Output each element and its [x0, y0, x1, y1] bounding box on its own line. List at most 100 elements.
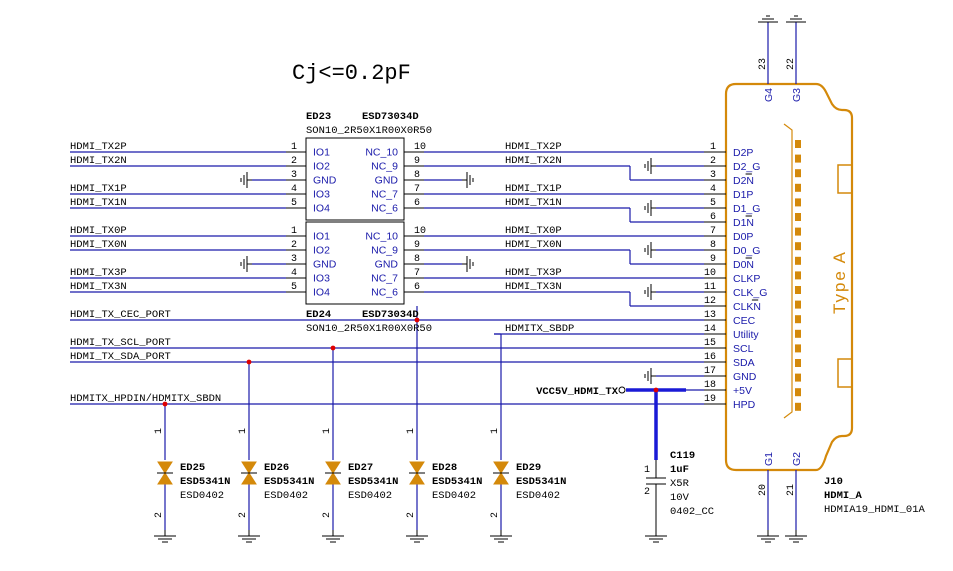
tvs-diode-upper [325, 461, 341, 474]
connector-pin-name: G1 [763, 452, 775, 466]
connector-pin-name: D1P [733, 189, 753, 201]
net-label: HDMI_TX3N [70, 281, 127, 293]
esd-array-body [305, 221, 405, 305]
esd-pin-name: NC_7 [371, 189, 398, 201]
pin-number: 6 [710, 212, 716, 223]
connector-pin-name: G3 [791, 88, 803, 102]
diode-package: ESD0402 [180, 490, 224, 502]
connector-contact [795, 198, 801, 207]
pin-number: 8 [414, 170, 420, 181]
pin-number: 8 [414, 254, 420, 265]
diode-part: ESD5341N [348, 476, 398, 488]
esd-array-package: SON10_2R50X1R00X0R50 [306, 323, 432, 335]
pin-number: 10 [704, 268, 716, 279]
connector-name: HDMI_A [824, 490, 863, 502]
connector-type-label: Type A [830, 250, 849, 314]
pin-number: 12 [704, 296, 716, 307]
pin-number: 6 [414, 198, 420, 209]
tvs-diode-upper [157, 461, 173, 474]
pin-number: 2 [406, 512, 417, 518]
connector-pin-name: CEC [733, 315, 756, 327]
connector-contact [795, 227, 801, 236]
pin-number: 18 [704, 380, 716, 391]
tvs-diode-lower [409, 472, 425, 485]
esd-pin-name: GND [313, 175, 337, 187]
net-label: HDMI_TX2P [70, 141, 127, 153]
esd-pin-name: IO3 [313, 189, 330, 201]
tvs-diode-lower [325, 472, 341, 485]
pin-number: 2 [644, 487, 650, 498]
tvs-diode-lower [493, 472, 509, 485]
pin-number: 5 [291, 198, 297, 209]
diode-ref: ED26 [264, 462, 289, 474]
connector-ref: J10 [824, 476, 843, 488]
connector-contact [795, 183, 801, 192]
connector-pin-name: D0N [733, 259, 754, 271]
diode-part: ESD5341N [432, 476, 482, 488]
junction-dot [653, 387, 659, 393]
connector-pin-name: D0_G [733, 245, 760, 257]
connector-tab [837, 358, 853, 388]
connector-contact [795, 140, 801, 148]
pin-number: 7 [414, 184, 420, 195]
connector-pin-name: CLKN [733, 301, 761, 313]
esd-pin-name: GND [313, 259, 337, 271]
net-label: HDMI_TX1N [70, 197, 127, 209]
pin-number: 15 [704, 338, 716, 349]
pin-number: 22 [786, 58, 797, 70]
pin-number: 17 [704, 366, 716, 377]
connector-body [724, 82, 854, 472]
cap-ref: C119 [670, 450, 695, 462]
pin-number: 7 [710, 226, 716, 237]
components [154, 15, 854, 543]
pin-number: 2 [238, 512, 249, 518]
tvs-diode-upper [409, 461, 425, 474]
power-net-label: VCC5V_HDMI_TX [536, 386, 619, 398]
connector-pin-name: D0P [733, 231, 753, 243]
pin-number: 3 [291, 254, 297, 265]
diode-package: ESD0402 [432, 490, 476, 502]
pin-number: 1 [322, 428, 333, 434]
connector-pin-name: D1_G [733, 203, 760, 215]
pin-number: 1 [710, 142, 716, 153]
pin-number: 13 [704, 310, 716, 321]
pin-number: 1 [406, 428, 417, 434]
pin-number: 1 [238, 428, 249, 434]
power-port [618, 386, 626, 394]
pin-number: 2 [154, 512, 165, 518]
pin-number: 2 [490, 512, 501, 518]
junction-dot [414, 317, 420, 323]
pin-number: 5 [291, 282, 297, 293]
esd-pin-name: NC_6 [371, 203, 398, 215]
cap-value: 1uF [670, 464, 689, 476]
diode-ref: ED28 [432, 462, 457, 474]
esd-pin-name: NC_6 [371, 287, 398, 299]
pin-number: 4 [710, 184, 716, 195]
pin-number: 9 [414, 156, 420, 167]
esd-array-part: ESD73034D [362, 111, 419, 123]
esd-pin-name: NC_7 [371, 273, 398, 285]
cap-voltage: 10V [670, 492, 690, 504]
pin-number: 1 [644, 465, 650, 476]
connector-contact [795, 359, 801, 367]
net-label: HDMI_TX0P [505, 225, 562, 237]
esd-pin-name: NC_10 [365, 231, 398, 243]
net-label: HDMITX_HPDIN/HDMITX_SBDN [70, 393, 221, 405]
net-label: HDMI_TX1N [505, 197, 562, 209]
pin-number: 4 [291, 184, 297, 195]
net-label: HDMI_TX3P [505, 267, 562, 279]
connector-contact [795, 315, 801, 324]
net-label: HDMI_TX2N [70, 155, 127, 167]
connector-pin-name: Utility [733, 329, 759, 341]
connector-footprint: HDMIA19_HDMI_01A [824, 504, 926, 516]
pin-number: 1 [291, 226, 297, 237]
net-label: HDMI_TX1P [505, 183, 562, 195]
diode-package: ESD0402 [348, 490, 392, 502]
esd-array-part: ESD73034D [362, 309, 419, 321]
diode-package: ESD0402 [264, 490, 308, 502]
pin-number: 7 [414, 268, 420, 279]
connector-contact [795, 154, 801, 163]
esd-pin-name: IO3 [313, 273, 330, 285]
pin-number: 1 [490, 428, 501, 434]
connector-contact [795, 373, 801, 382]
